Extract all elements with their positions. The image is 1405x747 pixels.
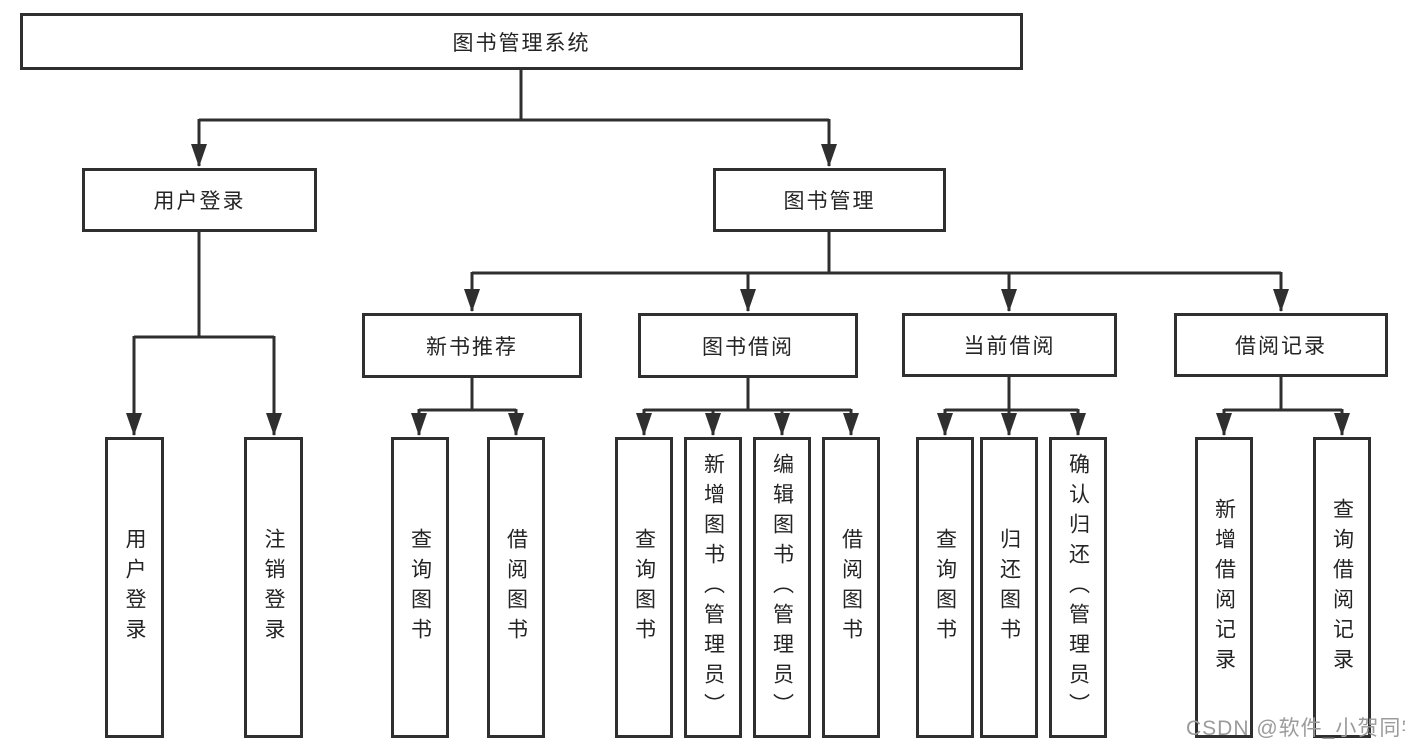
leaf-cb-confirm-return-admin: 确认归还（管理员） xyxy=(1049,437,1107,738)
leaf-cb-query-books: 查询图书 xyxy=(916,437,974,738)
leaf-nbr-borrow-books: 借阅图书 xyxy=(487,437,545,738)
leaf-nbr-query-books: 查询图书 xyxy=(391,437,449,738)
watermark: CSDN @软件_小贺同学 xyxy=(1186,717,1405,740)
leaf-cb-return-books: 归还图书 xyxy=(980,437,1038,738)
leaf-br-add-record: 新增借阅记录 xyxy=(1195,437,1253,738)
node-book-borrowing: 图书借阅 xyxy=(638,313,858,378)
leaf-bb-edit-books-admin: 编辑图书（管理员） xyxy=(753,437,811,738)
leaf-user-login: 用户登录 xyxy=(105,437,164,738)
node-borrowing-records: 借阅记录 xyxy=(1174,313,1388,377)
node-new-book-recommendation: 新书推荐 xyxy=(362,313,582,378)
leaf-bb-borrow-books: 借阅图书 xyxy=(822,437,880,738)
leaf-br-query-record: 查询借阅记录 xyxy=(1313,437,1371,738)
node-user-login: 用户登录 xyxy=(82,168,317,232)
leaf-bb-add-books-admin: 新增图书（管理员） xyxy=(684,437,742,738)
node-root-library-system: 图书管理系统 xyxy=(20,13,1023,70)
node-current-borrowing: 当前借阅 xyxy=(902,313,1117,377)
leaf-bb-query-books: 查询图书 xyxy=(615,437,673,738)
leaf-logout: 注销登录 xyxy=(244,437,303,738)
node-book-management: 图书管理 xyxy=(713,168,946,232)
